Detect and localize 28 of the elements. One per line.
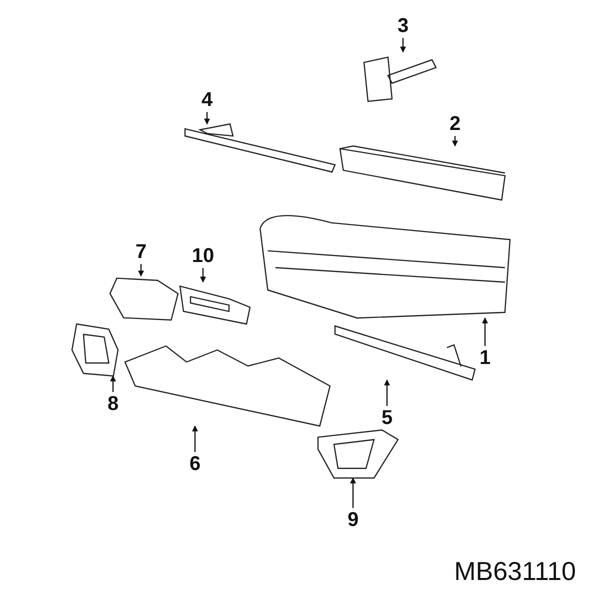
bumper-beam-drawing: [340, 146, 505, 200]
leader-line: [200, 268, 206, 283]
callout-number: 5: [372, 406, 402, 430]
callout-number: 1: [470, 346, 500, 370]
callout-number: 2: [440, 112, 470, 136]
callout-number: 9: [338, 508, 368, 532]
leader-line: [350, 477, 356, 508]
retainer-strip-drawing: [185, 124, 335, 172]
callout-number: 6: [180, 452, 210, 476]
air-duct-drawing: [110, 276, 178, 320]
leader-line: [110, 375, 116, 392]
leader-line: [192, 425, 198, 452]
callout-number: 3: [388, 14, 418, 38]
callout-number: 4: [192, 88, 222, 112]
splash-shield-drawing: [125, 346, 330, 426]
part-number: MB631110: [454, 556, 576, 587]
lower-strip-drawing: [335, 326, 475, 380]
leader-line: [400, 38, 406, 53]
duct-opening-drawing: [72, 324, 118, 376]
callout-number: 8: [98, 392, 128, 416]
corner-duct-drawing: [318, 430, 398, 478]
callout-number: 10: [185, 244, 221, 268]
leader-line: [204, 112, 210, 125]
callout-number: 7: [126, 240, 156, 264]
leader-line: [138, 264, 144, 277]
leader-line: [482, 317, 488, 346]
leader-line: [452, 136, 458, 147]
leader-line: [384, 379, 390, 406]
